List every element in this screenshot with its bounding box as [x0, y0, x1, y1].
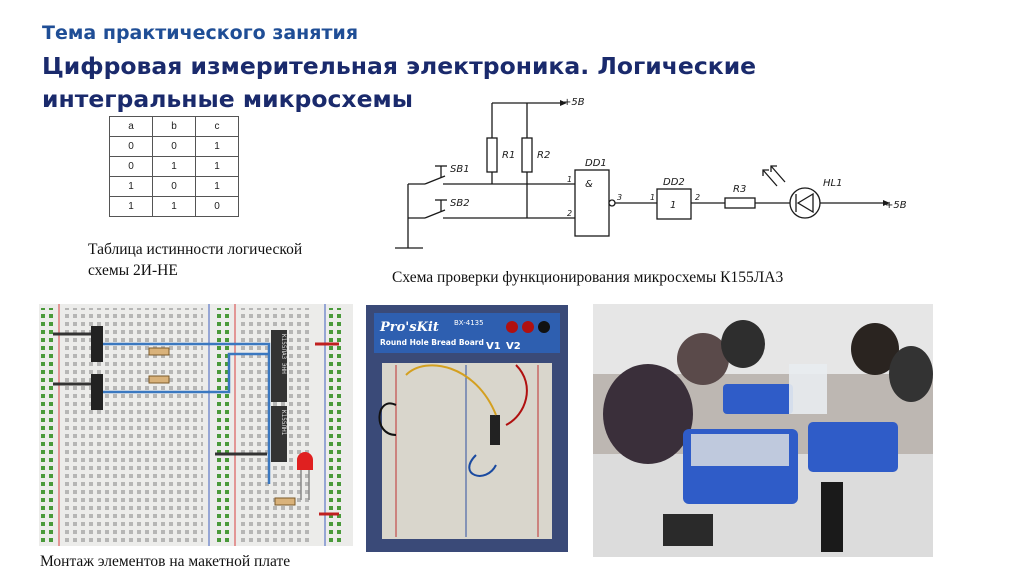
truth-table-row: 1 1 0: [109, 196, 239, 217]
dd1-pin3-label: 3: [617, 193, 622, 202]
proskit-breadboard-photo: Pro'sKit BX-4135 Round Hole Bread Board …: [366, 305, 568, 552]
plus-5v-label-top: +5В: [563, 97, 585, 108]
truth-table-cell: 0: [195, 196, 239, 217]
truth-table-row: 0 1 1: [109, 156, 239, 177]
circuit-schematic: +5В +5В R1 R2 SB1 SB2 DD1 & DD2 1 R3 HL1…: [395, 97, 907, 249]
truth-table-cell: 1: [195, 156, 239, 177]
dd2-pin2-label: 2: [695, 193, 700, 202]
subtitle: Тема практического занятия: [42, 22, 359, 44]
proskit-model: BX-4135: [454, 319, 484, 327]
resistor-r3-label: R3: [733, 184, 746, 195]
resistor-r1-label: R1: [502, 150, 515, 161]
truth-table-cell: 1: [152, 196, 196, 217]
proskit-brand: Pro'sKit: [379, 320, 439, 335]
dd1-pin2-label: 2: [567, 209, 572, 218]
truth-table-header: c: [195, 116, 239, 137]
truth-table-header: b: [152, 116, 196, 137]
truth-table-cell: 1: [195, 136, 239, 157]
led-hl1-label: HL1: [823, 178, 842, 189]
truth-table-cell: 1: [152, 156, 196, 177]
truth-table-header: a: [109, 116, 153, 137]
proskit-v2: V2: [506, 341, 521, 352]
truth-table-row: 1 0 1: [109, 176, 239, 197]
proskit-v1: V1: [486, 341, 501, 352]
dd1-pin1-label: 1: [567, 175, 572, 184]
classroom-drawing: [593, 304, 933, 557]
resistor-r2-label: R2: [537, 150, 550, 161]
breadboard-chip1-label: K155ЛА3 ЭНН: [280, 334, 287, 374]
proskit-product: Round Hole Bread Board: [380, 338, 484, 347]
dd2-pin1-label: 1: [650, 193, 655, 202]
truth-table-cell: 1: [109, 176, 153, 197]
truth-table-cell: 0: [109, 156, 153, 177]
plus-5v-label-right: +5В: [885, 200, 907, 211]
truth-table-cell: 0: [152, 176, 196, 197]
breadboard-caption: Монтаж элементов на макетной плате: [40, 553, 291, 570]
truth-table-header-row: a b c: [109, 116, 239, 137]
chip-dd1-label: DD1: [585, 158, 607, 169]
truth-table-cell: 0: [109, 136, 153, 157]
chip-dd2-symbol: 1: [670, 200, 676, 211]
truth-table: a b c 0 0 1 0 1 1 1 0 1 1 1 0: [109, 116, 239, 217]
breadboard-drawing: K155ЛА3 ЭНН K155ЛН1: [39, 304, 353, 546]
truth-table-caption: Таблица истинности логической схемы 2И-Н…: [88, 241, 303, 279]
switch-sb2-label: SB2: [450, 198, 470, 209]
truth-table-cell: 1: [195, 176, 239, 197]
truth-table-row: 0 0 1: [109, 136, 239, 157]
page-title-line-1: Цифровая измерительная электроника. Логи…: [42, 52, 757, 80]
truth-table-cell: 0: [152, 136, 196, 157]
breadboard-chip2-label: K155ЛН1: [280, 410, 287, 436]
switch-sb1-label: SB1: [450, 164, 470, 175]
circuit-caption: Схема проверки функционирования микросхе…: [392, 269, 784, 286]
chip-dd2-label: DD2: [663, 177, 685, 188]
proskit-drawing: Pro'sKit BX-4135 Round Hole Bread Board …: [366, 305, 568, 552]
breadboard-diagram: K155ЛА3 ЭНН K155ЛН1: [39, 304, 353, 546]
truth-table-cell: 1: [109, 196, 153, 217]
classroom-photo: [593, 304, 933, 557]
page-title-line-2: интегральные микросхемы: [42, 85, 413, 113]
chip-dd1-symbol: &: [585, 179, 593, 190]
